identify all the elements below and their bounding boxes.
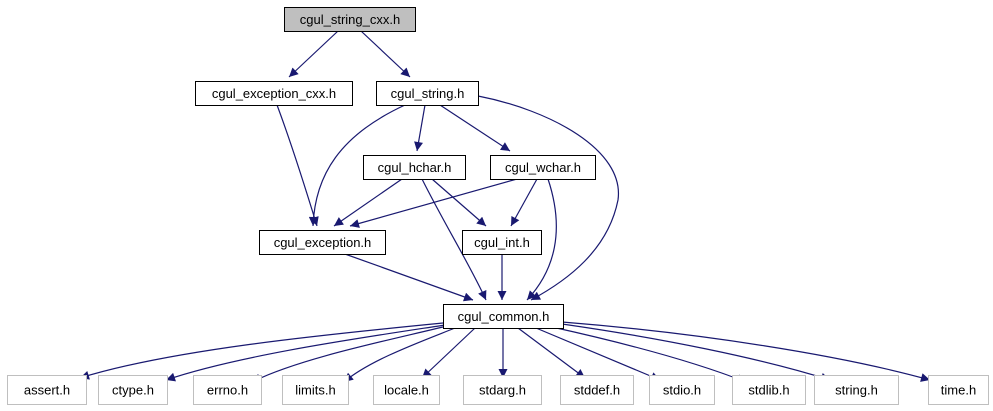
node-box-stdarg — [463, 375, 542, 405]
node-box-ctype — [98, 375, 168, 405]
node-label-time: time.h — [941, 383, 976, 398]
node-box-locale — [373, 375, 440, 405]
edge-cgul-hchar-to-cgul-exception — [333, 178, 403, 227]
edge-cgul-string-to-cgul-hchar — [414, 104, 426, 152]
node-box-time — [928, 375, 989, 405]
edge-cgul-string-to-cgul-wchar — [439, 104, 511, 152]
node-cgul-exception[interactable]: cgul_exception.h — [259, 230, 386, 255]
node-time: time.h — [928, 375, 989, 405]
node-cgul-int[interactable]: cgul_int.h — [462, 230, 542, 255]
edge-cgul-common-to-errno — [251, 325, 448, 383]
node-box-cgul-string — [376, 81, 479, 106]
node-box-cgul-common — [443, 304, 564, 329]
edge-cgul-common-to-assert — [79, 322, 444, 380]
node-locale: locale.h — [373, 375, 440, 405]
node-cgul-wchar[interactable]: cgul_wchar.h — [490, 155, 596, 180]
node-box-cgul-hchar — [363, 155, 466, 180]
edge-cgul-hchar-to-cgul-common — [421, 178, 487, 301]
node-box-stdio — [649, 375, 715, 405]
node-stdlib: stdlib.h — [732, 375, 806, 405]
node-label-cgul-hchar: cgul_hchar.h — [378, 160, 452, 175]
node-box-cgul-int — [462, 230, 542, 255]
node-label-cgul-exception: cgul_exception.h — [274, 235, 372, 250]
edge-cgul-common-to-stdio — [535, 327, 661, 381]
node-box-stddef — [560, 375, 634, 405]
edge-cgul-string-to-cgul-exception — [308, 104, 406, 227]
node-cgul-common[interactable]: cgul_common.h — [443, 304, 564, 329]
node-stddef: stddef.h — [560, 375, 634, 405]
edge-cgul-common-to-ctype — [165, 324, 446, 382]
edge-cgul-common-to-locale — [421, 327, 476, 379]
edge-cgul-common-to-stddef — [517, 327, 586, 379]
node-assert: assert.h — [7, 375, 87, 405]
edge-cgul-string-to-cgul-common — [477, 95, 619, 301]
edges — [79, 30, 931, 383]
node-cgul-hchar[interactable]: cgul_hchar.h — [363, 155, 466, 180]
node-stdarg: stdarg.h — [463, 375, 542, 405]
node-label-assert: assert.h — [24, 383, 70, 398]
node-label-cgul-common: cgul_common.h — [458, 309, 550, 324]
edge-cgul-common-to-time — [561, 321, 931, 382]
edge-cgul-common-to-string — [561, 323, 831, 382]
node-label-stddef: stddef.h — [574, 383, 620, 398]
edge-cgul-common-to-stdlib — [551, 326, 747, 383]
edge-cgul-string-cxx-to-cgul-exception-cxx — [288, 30, 339, 78]
node-label-errno: errno.h — [207, 383, 248, 398]
node-box-stdlib — [732, 375, 806, 405]
node-cgul-string[interactable]: cgul_string.h — [376, 81, 479, 106]
node-box-cgul-string-cxx — [284, 7, 416, 32]
edge-cgul-exception-cxx-to-cgul-exception — [276, 104, 319, 227]
node-string: string.h — [814, 375, 899, 405]
node-label-ctype: ctype.h — [112, 383, 154, 398]
node-cgul-string-cxx[interactable]: cgul_string_cxx.h — [284, 7, 416, 32]
node-box-limits — [282, 375, 349, 405]
node-box-assert — [7, 375, 87, 405]
node-label-cgul-wchar: cgul_wchar.h — [505, 160, 581, 175]
node-ctype: ctype.h — [98, 375, 168, 405]
edge-cgul-hchar-to-cgul-int — [431, 178, 487, 227]
node-box-cgul-exception-cxx — [195, 81, 353, 106]
node-box-string — [814, 375, 899, 405]
edge-cgul-wchar-to-cgul-int — [510, 178, 538, 227]
node-label-cgul-exception-cxx: cgul_exception_cxx.h — [212, 86, 336, 101]
node-label-string: string.h — [835, 383, 878, 398]
edge-cgul-wchar-to-cgul-exception — [349, 178, 518, 228]
edge-cgul-exception-to-cgul-common — [344, 253, 474, 302]
node-label-stdio: stdio.h — [663, 383, 701, 398]
node-label-stdarg: stdarg.h — [479, 383, 526, 398]
node-stdio: stdio.h — [649, 375, 715, 405]
node-cgul-exception-cxx[interactable]: cgul_exception_cxx.h — [195, 81, 353, 106]
node-box-cgul-wchar — [490, 155, 596, 180]
node-label-cgul-string: cgul_string.h — [391, 86, 465, 101]
edge-cgul-wchar-to-cgul-common — [526, 178, 557, 301]
edge-cgul-common-to-limits — [343, 327, 456, 383]
node-box-errno — [193, 375, 262, 405]
node-label-locale: locale.h — [384, 383, 429, 398]
node-label-stdlib: stdlib.h — [748, 383, 789, 398]
edge-cgul-string-cxx-to-cgul-string — [360, 30, 411, 78]
node-label-limits: limits.h — [295, 383, 335, 398]
node-label-cgul-string-cxx: cgul_string_cxx.h — [300, 12, 400, 27]
node-errno: errno.h — [193, 375, 262, 405]
node-box-cgul-exception — [259, 230, 386, 255]
node-label-cgul-int: cgul_int.h — [474, 235, 530, 250]
node-limits: limits.h — [282, 375, 349, 405]
